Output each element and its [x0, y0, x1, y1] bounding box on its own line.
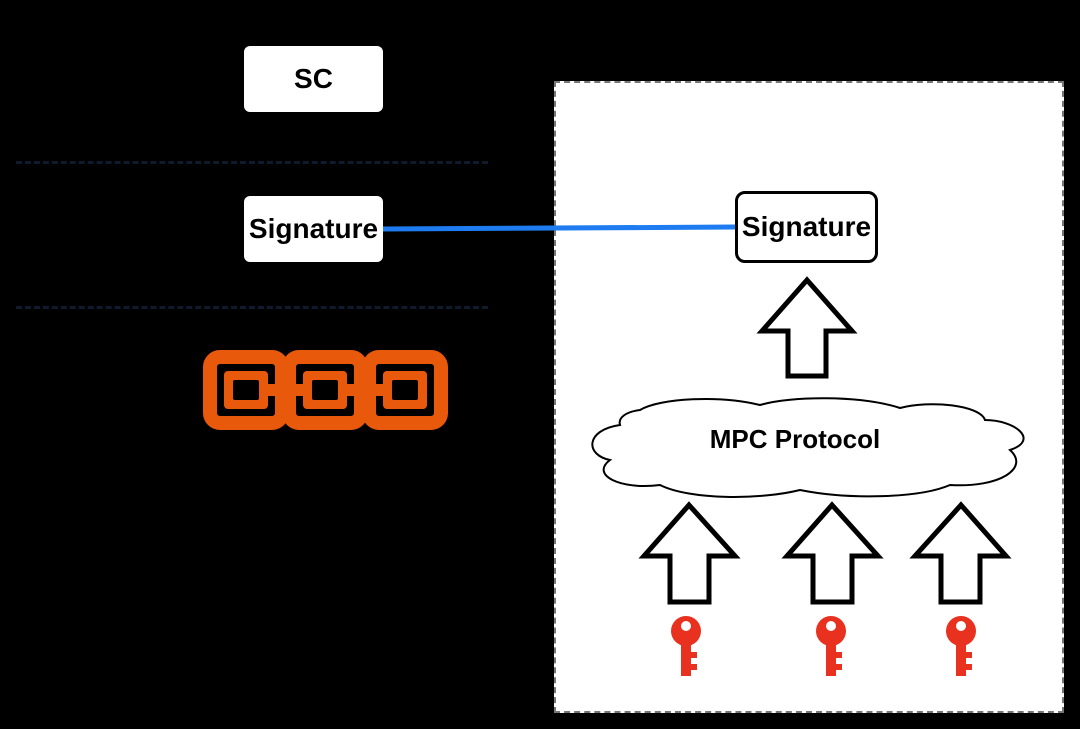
up-arrow-icon — [756, 276, 858, 379]
sc-label: SC — [294, 63, 333, 94]
up-arrow-icon — [909, 501, 1012, 605]
up-arrow-icon — [638, 501, 741, 605]
signature-box-left: Signature — [244, 196, 383, 262]
dashed-divider-bottom — [16, 306, 488, 309]
up-arrow-icon — [781, 501, 884, 605]
signature-label-left: Signature — [248, 213, 379, 244]
mpc-panel — [554, 81, 1064, 713]
mpc-protocol-label: MPC Protocol — [709, 424, 881, 454]
signature-label-right: Signature — [741, 211, 872, 242]
dashed-divider-top — [16, 161, 488, 164]
sc-box: SC — [244, 46, 383, 112]
cloud-shape — [591, 397, 1025, 498]
signature-box-right: Signature — [735, 191, 878, 263]
